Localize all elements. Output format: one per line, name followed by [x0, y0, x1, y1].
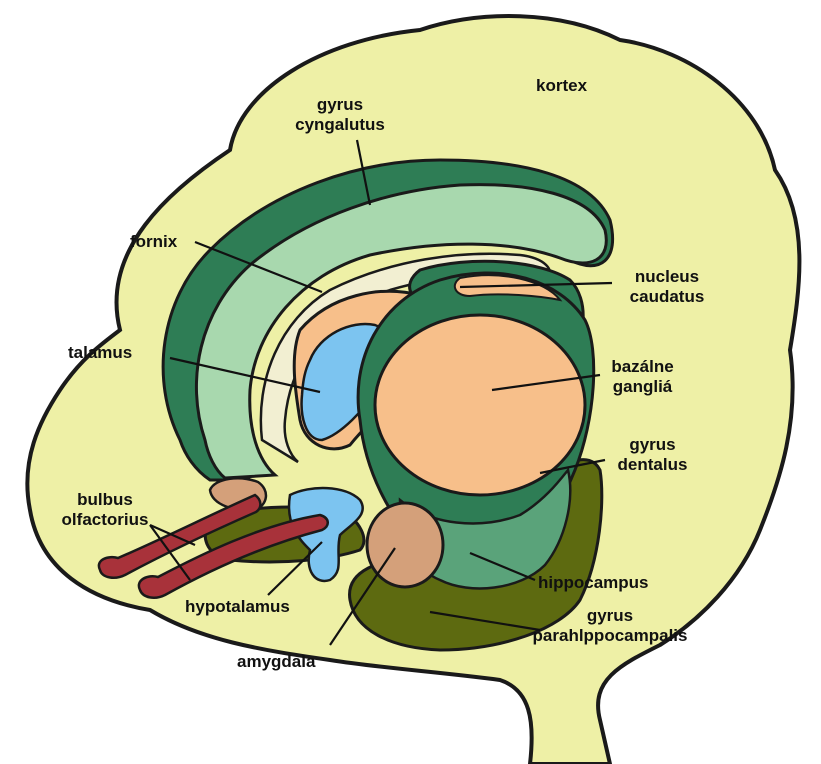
label-nucleus-caudatus-line1: nucleus [612, 267, 722, 287]
label-gyrus-dentalus-line1: gyrus [605, 435, 700, 455]
label-bulbus-olfactorius-line2: olfactorius [50, 510, 160, 530]
label-nucleus-caudatus: nucleus caudatus [612, 267, 722, 307]
label-bazalne-ganglia: bazálne gangliá [595, 357, 690, 397]
label-gyrus-dentalus-line2: dentalus [605, 455, 700, 475]
label-bazalne-ganglia-line2: gangliá [595, 377, 690, 397]
label-gyrus-parahippocampalis-line1: gyrus [520, 606, 700, 626]
label-gyrus-cyngalutus-line2: cyngalutus [275, 115, 405, 135]
label-hippocampus: hippocampus [538, 573, 649, 593]
label-nucleus-caudatus-line2: caudatus [612, 287, 722, 307]
label-hypotalamus: hypotalamus [185, 597, 290, 617]
label-talamus: talamus [68, 343, 132, 363]
label-amygdala: amygdala [237, 652, 315, 672]
bazalne-ganglia-shape [375, 315, 585, 495]
label-gyrus-cyngalutus: gyrus cyngalutus [275, 95, 405, 135]
label-gyrus-parahippocampalis: gyrus parahlppocampalis [520, 606, 700, 646]
label-kortex: kortex [536, 76, 587, 96]
label-bazalne-ganglia-line1: bazálne [595, 357, 690, 377]
label-bulbus-olfactorius: bulbus olfactorius [50, 490, 160, 530]
label-bulbus-olfactorius-line1: bulbus [50, 490, 160, 510]
label-gyrus-parahippocampalis-line2: parahlppocampalis [520, 626, 700, 646]
label-fornix: fornix [130, 232, 177, 252]
label-gyrus-cyngalutus-line1: gyrus [275, 95, 405, 115]
label-gyrus-dentalus: gyrus dentalus [605, 435, 700, 475]
